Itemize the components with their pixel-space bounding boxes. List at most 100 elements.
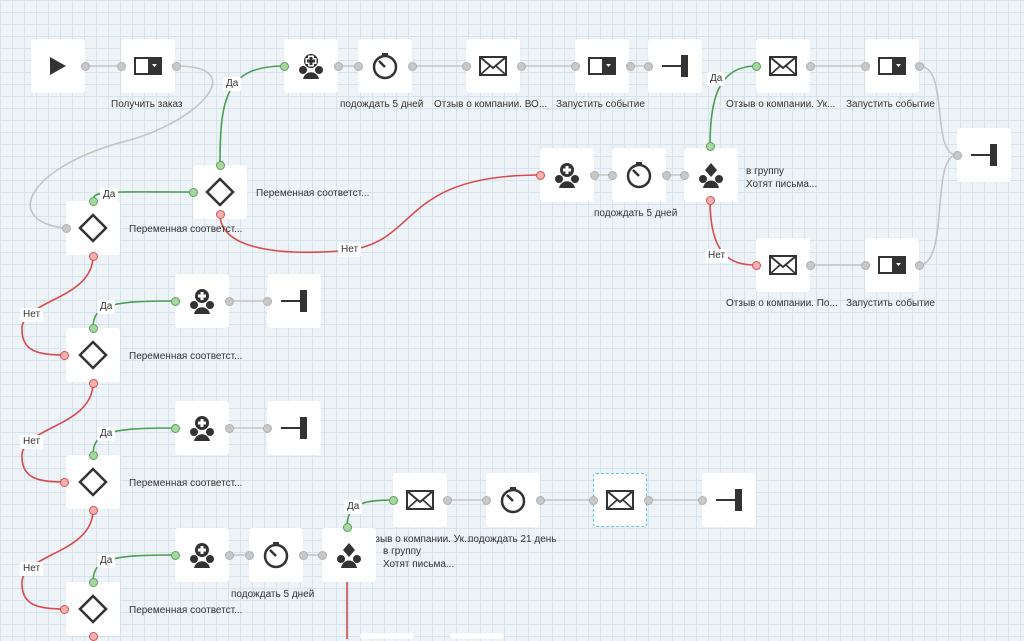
- port[interactable]: [89, 252, 98, 261]
- wait-label-21: подождать 21 день: [468, 534, 557, 545]
- port[interactable]: [389, 496, 398, 505]
- condition-node-1[interactable]: [66, 201, 120, 255]
- condition-node-4[interactable]: [66, 455, 120, 509]
- add-to-group-node-2[interactable]: [540, 148, 594, 202]
- port[interactable]: [263, 424, 272, 433]
- add-to-group-node-5[interactable]: [175, 528, 229, 582]
- add-to-group-node-4[interactable]: [175, 401, 229, 455]
- condition-node-3[interactable]: [66, 328, 120, 382]
- end-node-2[interactable]: [267, 274, 321, 328]
- port[interactable]: [861, 62, 870, 71]
- port[interactable]: [915, 62, 924, 71]
- port[interactable]: [89, 506, 98, 515]
- port[interactable]: [953, 151, 962, 160]
- port[interactable]: [680, 171, 689, 180]
- port[interactable]: [462, 62, 471, 71]
- port[interactable]: [644, 62, 653, 71]
- end-node-1[interactable]: [648, 39, 702, 93]
- port[interactable]: [443, 496, 452, 505]
- port[interactable]: [626, 62, 635, 71]
- end-node-merge[interactable]: [957, 128, 1011, 182]
- port[interactable]: [60, 478, 69, 487]
- end-icon: [716, 489, 742, 511]
- email-node-1[interactable]: [466, 39, 520, 93]
- group-check-node-1[interactable]: [684, 148, 738, 202]
- port[interactable]: [915, 261, 924, 270]
- port[interactable]: [89, 632, 98, 641]
- port[interactable]: [343, 523, 352, 532]
- port[interactable]: [62, 224, 71, 233]
- port[interactable]: [608, 171, 617, 180]
- port[interactable]: [861, 261, 870, 270]
- start-node[interactable]: [31, 39, 85, 93]
- port[interactable]: [806, 261, 815, 270]
- add-to-group-node-1[interactable]: [284, 39, 338, 93]
- port[interactable]: [60, 605, 69, 614]
- email-node-4[interactable]: [393, 473, 447, 527]
- port[interactable]: [589, 496, 598, 505]
- get-order-node[interactable]: [121, 39, 175, 93]
- port[interactable]: [89, 379, 98, 388]
- port[interactable]: [89, 197, 98, 206]
- email-node-selected[interactable]: [593, 473, 647, 527]
- group-check-node-2[interactable]: [322, 528, 376, 582]
- port[interactable]: [89, 578, 98, 587]
- port[interactable]: [517, 62, 526, 71]
- add-to-group-node-3[interactable]: [175, 274, 229, 328]
- port[interactable]: [171, 297, 180, 306]
- launch-event-node-1[interactable]: [575, 39, 629, 93]
- port[interactable]: [171, 551, 180, 560]
- port[interactable]: [225, 297, 234, 306]
- port[interactable]: [698, 496, 707, 505]
- port[interactable]: [245, 551, 254, 560]
- wait-node-3[interactable]: [249, 528, 303, 582]
- port[interactable]: [171, 424, 180, 433]
- port[interactable]: [60, 351, 69, 360]
- event-toggle-icon: [134, 57, 162, 75]
- group-check-label-2b: Хотят письма...: [383, 559, 455, 570]
- port[interactable]: [189, 188, 198, 197]
- port[interactable]: [536, 171, 545, 180]
- launch-event-node-2[interactable]: [865, 39, 919, 93]
- port[interactable]: [225, 551, 234, 560]
- port[interactable]: [752, 261, 761, 270]
- port[interactable]: [263, 297, 272, 306]
- partial-node[interactable]: [450, 633, 504, 639]
- condition-node-5[interactable]: [66, 582, 120, 636]
- condition-label-1: Переменная соответст...: [129, 224, 243, 235]
- wait-node-2[interactable]: [612, 148, 666, 202]
- port[interactable]: [590, 171, 599, 180]
- port[interactable]: [81, 62, 90, 71]
- port[interactable]: [225, 424, 234, 433]
- port[interactable]: [536, 496, 545, 505]
- port[interactable]: [408, 62, 417, 71]
- end-node-3[interactable]: [267, 401, 321, 455]
- port[interactable]: [662, 171, 671, 180]
- end-node-4[interactable]: [702, 473, 756, 527]
- port[interactable]: [280, 62, 289, 71]
- port[interactable]: [216, 210, 225, 219]
- wait-node-21[interactable]: [486, 473, 540, 527]
- port[interactable]: [354, 62, 363, 71]
- port[interactable]: [752, 62, 761, 71]
- launch-event-node-3[interactable]: [865, 238, 919, 292]
- wait-node-1[interactable]: [358, 39, 412, 93]
- port[interactable]: [89, 324, 98, 333]
- port[interactable]: [299, 551, 308, 560]
- email-node-3[interactable]: [756, 238, 810, 292]
- port[interactable]: [706, 142, 715, 151]
- port[interactable]: [334, 62, 343, 71]
- port[interactable]: [806, 62, 815, 71]
- port[interactable]: [571, 62, 580, 71]
- port[interactable]: [482, 496, 491, 505]
- port[interactable]: [172, 62, 181, 71]
- port[interactable]: [216, 161, 225, 170]
- event-toggle-icon: [878, 256, 906, 274]
- port[interactable]: [644, 496, 653, 505]
- email-node-2[interactable]: [756, 39, 810, 93]
- port[interactable]: [117, 62, 126, 71]
- port[interactable]: [89, 451, 98, 460]
- port[interactable]: [706, 196, 715, 205]
- port[interactable]: [318, 551, 327, 560]
- partial-node[interactable]: [360, 633, 414, 639]
